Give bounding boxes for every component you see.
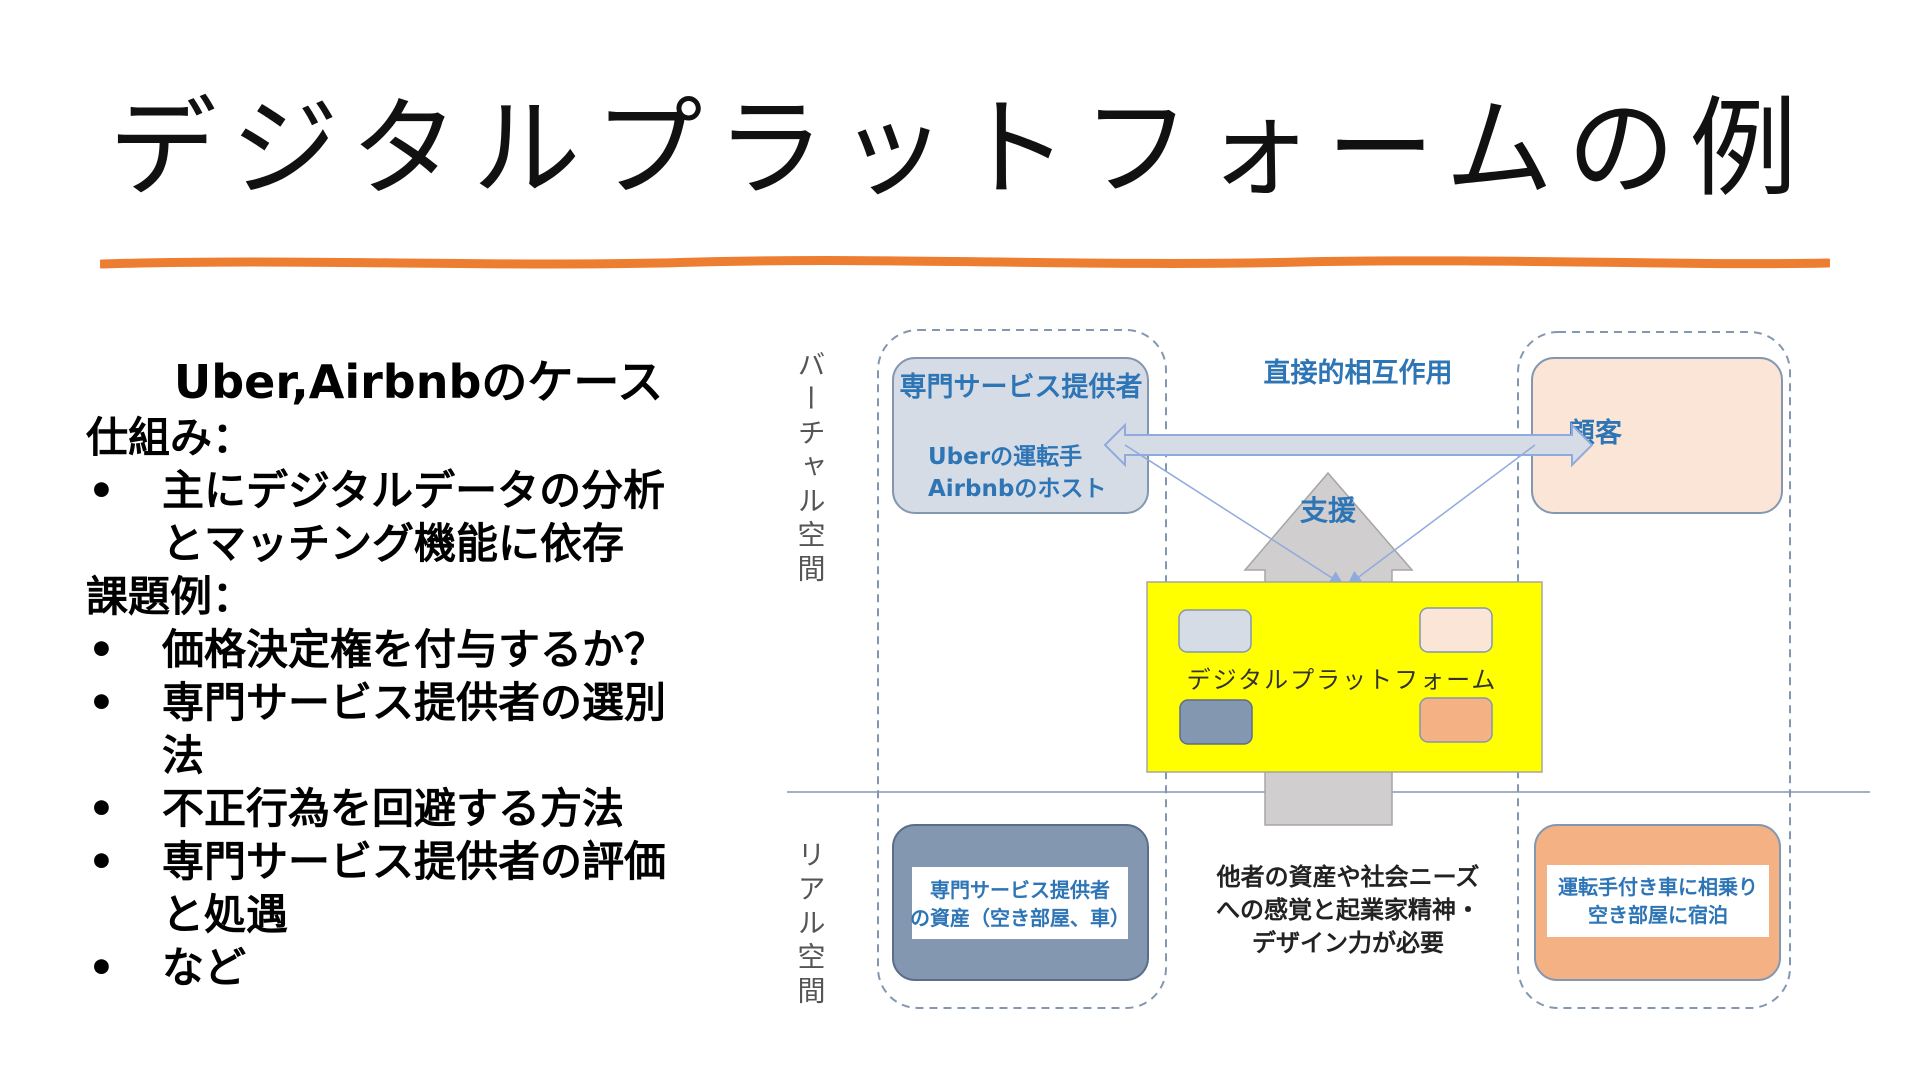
provider-column-dashed bbox=[877, 329, 1167, 1009]
issues-heading: 課題例： bbox=[86, 572, 255, 621]
platform-customer-dark-chip bbox=[1419, 697, 1493, 743]
bullet-line: など bbox=[162, 943, 247, 992]
issue-item: • 専門サービス提供者の評価 と処遇 bbox=[86, 835, 726, 941]
virtual-space-label: バーチャル空間 bbox=[794, 350, 827, 588]
needs-line1: 他者の資産や社会ニーズ bbox=[1216, 863, 1480, 891]
direct-interaction-arrow bbox=[1103, 422, 1594, 468]
real-space-label: リアル空間 bbox=[794, 840, 827, 1010]
provider-real-label-bg bbox=[912, 867, 1128, 939]
left-text-panel: Uber,Airbnbのケース 仕組み： • 主にデジタルデータの分析 とマッチ… bbox=[86, 356, 726, 994]
bullet-line: と処遇 bbox=[162, 890, 289, 939]
issue-item: • など bbox=[86, 941, 726, 994]
case-title: Uber,Airbnbのケース bbox=[173, 355, 664, 409]
provider-assets-line1: 専門サービス提供者 bbox=[930, 878, 1110, 902]
bullet-dot: • bbox=[88, 837, 115, 886]
provider-platform-line bbox=[1124, 444, 1345, 586]
issue-item: • 不正行為を回避する方法 bbox=[86, 782, 726, 835]
provider-title: 専門サービス提供者 bbox=[900, 372, 1143, 403]
bullet-line: 不正行為を回避する方法 bbox=[162, 784, 625, 833]
mechanism-item: • 主にデジタルデータの分析 とマッチング機能に依存 bbox=[86, 464, 726, 570]
bullet-line: 価格決定権を付与するか？ bbox=[162, 625, 667, 674]
bullet-line: 専門サービス提供者の選別 bbox=[162, 678, 667, 727]
bullet-line: とマッチング機能に依存 bbox=[162, 519, 625, 568]
bullet-text: 専門サービス提供者の選別 法 bbox=[162, 676, 726, 782]
needs-line2: への感覚と起業家精神・ bbox=[1216, 896, 1480, 924]
bullet-text: など bbox=[162, 941, 726, 994]
bullet-text: 価格決定権を付与するか？ bbox=[162, 623, 726, 676]
provider-assets-line2: の資産（空き部屋、車） bbox=[910, 906, 1130, 930]
title-underline bbox=[100, 256, 1830, 269]
provider-line2: Airbnbのホスト bbox=[928, 476, 1106, 502]
platform-customer-chip bbox=[1419, 607, 1493, 653]
bullet-dot: • bbox=[88, 625, 115, 674]
bullet-dot: • bbox=[88, 466, 115, 515]
mechanism-heading: 仕組み： bbox=[86, 413, 255, 462]
bullet-text: 専門サービス提供者の評価 と処遇 bbox=[162, 835, 726, 941]
bullet-dot: • bbox=[88, 784, 115, 833]
customer-platform-line bbox=[1346, 444, 1536, 586]
platform-diagram: バーチャル空間 リアル空間 専門サービス提供者 Uberの運転手 Airbnbの… bbox=[787, 329, 1870, 1010]
page-title: デジタルプラットフォームの例 bbox=[108, 87, 1812, 212]
platform-provider-chip bbox=[1178, 609, 1252, 653]
bullet-line: 主にデジタルデータの分析 bbox=[162, 466, 666, 515]
provider-line1: Uberの運転手 bbox=[928, 444, 1082, 470]
customer-real-label-bg bbox=[1547, 865, 1769, 937]
bullet-dot: • bbox=[88, 943, 115, 992]
bullet-text: 主にデジタルデータの分析 とマッチング機能に依存 bbox=[162, 464, 726, 570]
bullet-dot: • bbox=[88, 678, 115, 727]
platform-label: デジタルプラットフォーム bbox=[1187, 666, 1498, 694]
issue-item: • 専門サービス提供者の選別 法 bbox=[86, 676, 726, 782]
bullet-line: 法 bbox=[162, 731, 205, 780]
support-label: 支援 bbox=[1300, 494, 1357, 527]
customer-real-line2: 空き部屋に宿泊 bbox=[1588, 903, 1728, 927]
direct-interaction-label: 直接的相互作用 bbox=[1264, 357, 1453, 389]
issue-item: • 価格決定権を付与するか？ bbox=[86, 623, 726, 676]
customer-real-line1: 運転手付き車に相乗り bbox=[1558, 875, 1758, 899]
bullet-text: 不正行為を回避する方法 bbox=[162, 782, 726, 835]
bullet-line: 専門サービス提供者の評価 bbox=[162, 837, 667, 886]
platform-provider-dark-chip bbox=[1179, 699, 1253, 745]
customer-column-dashed bbox=[1517, 331, 1791, 1009]
needs-line3: デザイン力が必要 bbox=[1252, 929, 1444, 957]
